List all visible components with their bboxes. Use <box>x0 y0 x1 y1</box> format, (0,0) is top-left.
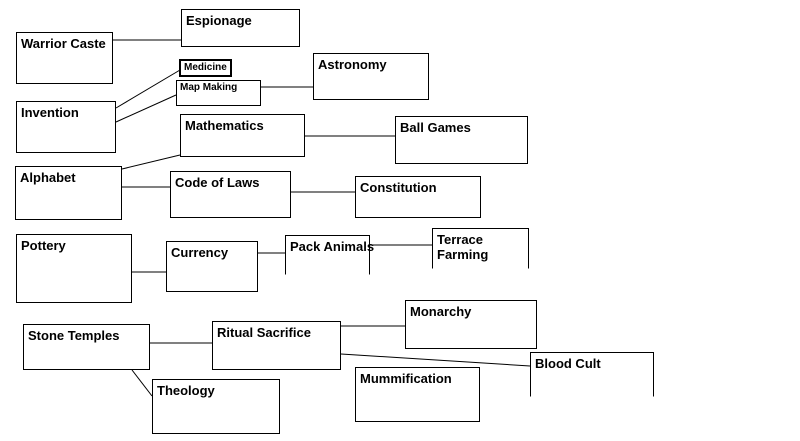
node-pack-animals[interactable]: Pack Animals <box>285 235 374 275</box>
node-code-of-laws[interactable]: Code of Laws <box>170 171 291 218</box>
edge-stone-temples-theology <box>131 369 153 397</box>
node-ball-games[interactable]: Ball Games <box>395 116 528 164</box>
node-astronomy[interactable]: Astronomy <box>313 53 429 100</box>
edge-ritual-sacrifice-blood-cult <box>340 353 531 367</box>
node-alphabet[interactable]: Alphabet <box>15 166 122 220</box>
node-mummification[interactable]: Mummification <box>355 367 480 422</box>
edge-alphabet-mathematics <box>121 154 181 170</box>
node-currency[interactable]: Currency <box>166 241 258 292</box>
node-constitution[interactable]: Constitution <box>355 176 481 218</box>
node-terrace-farming[interactable]: Terrace Farming <box>432 228 529 269</box>
node-blood-cult[interactable]: Blood Cult <box>530 352 654 397</box>
edge-invention-map-making <box>115 94 177 123</box>
node-medicine[interactable]: Medicine <box>179 59 232 77</box>
node-map-making[interactable]: Map Making <box>176 80 261 106</box>
node-monarchy[interactable]: Monarchy <box>405 300 537 349</box>
node-stone-temples[interactable]: Stone Temples <box>23 324 150 370</box>
node-warrior-caste[interactable]: Warrior Caste <box>16 32 113 84</box>
edge-invention-medicine <box>115 69 181 109</box>
node-mathematics[interactable]: Mathematics <box>180 114 305 157</box>
node-pottery[interactable]: Pottery <box>16 234 132 303</box>
node-invention[interactable]: Invention <box>16 101 116 153</box>
node-espionage[interactable]: Espionage <box>181 9 300 47</box>
node-theology[interactable]: Theology <box>152 379 280 434</box>
node-ritual-sacrifice[interactable]: Ritual Sacrifice <box>212 321 341 370</box>
